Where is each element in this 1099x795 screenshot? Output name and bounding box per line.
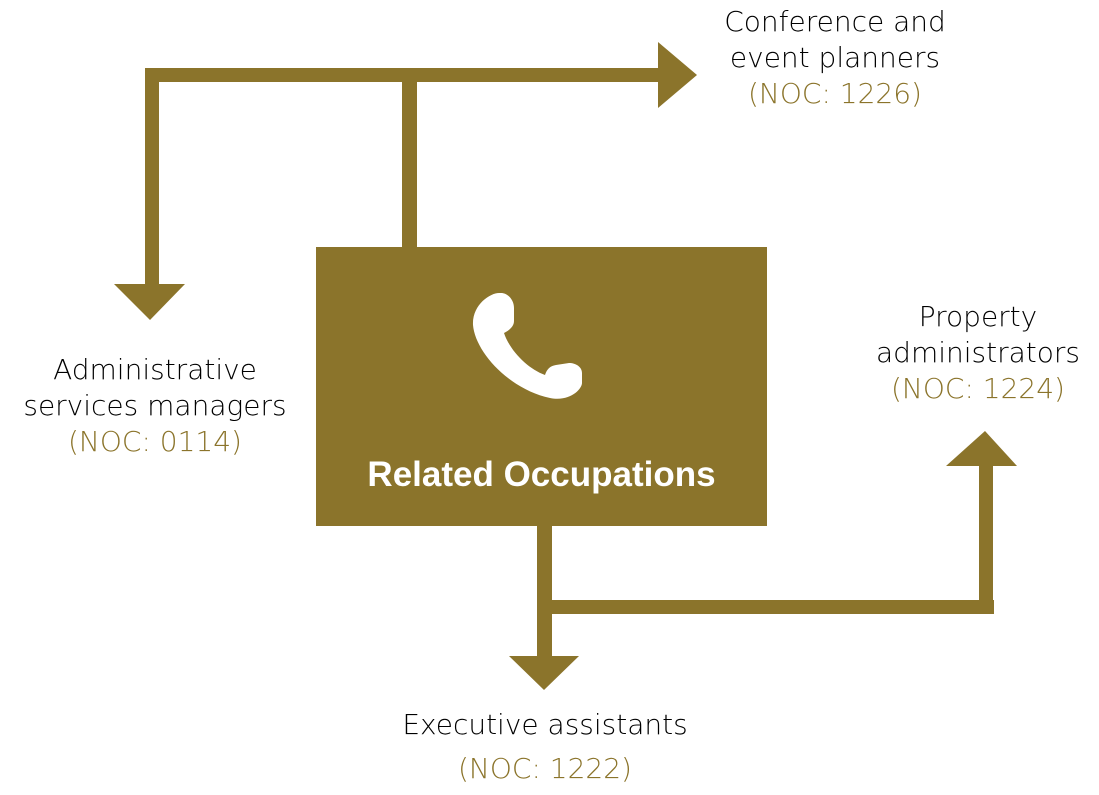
occupation-line: event planners — [729, 41, 941, 74]
related-occupations-box: Related Occupations — [316, 247, 767, 526]
occupation-line: Property — [918, 300, 1038, 333]
occupation-line: Executive assistants — [402, 708, 688, 741]
connector-bottom-stem — [537, 524, 552, 660]
noc-code: (NOC: 1224) — [891, 372, 1065, 405]
phone-icon — [466, 285, 616, 405]
occupation-line: services managers — [23, 389, 287, 422]
occupation-line: Conference and — [724, 5, 946, 38]
occupation-property: Property administrators (NOC: 1224) — [860, 299, 1096, 407]
arrowhead-admin — [114, 284, 185, 320]
center-title: Related Occupations — [367, 455, 716, 494]
noc-code: (NOC: 0114) — [68, 425, 242, 458]
connector-left-drop — [145, 68, 159, 288]
occupation-line: Administrative — [53, 353, 257, 386]
arrowhead-executive — [509, 656, 579, 690]
arrowhead-conference — [658, 42, 697, 108]
arrowhead-property — [946, 431, 1017, 466]
connector-right-rise — [979, 463, 993, 613]
occupation-executive: Executive assistants (NOC: 1222) — [380, 703, 710, 791]
occupation-admin: Administrative services managers (NOC: 0… — [10, 352, 300, 460]
noc-code: (NOC: 1222) — [458, 752, 632, 785]
occupation-line: administrators — [876, 336, 1080, 369]
occupation-conference: Conference and event planners (NOC: 1226… — [700, 4, 970, 112]
noc-code: (NOC: 1226) — [748, 77, 922, 110]
connector-top-bar — [146, 68, 660, 82]
connector-bottom-bar — [545, 600, 994, 614]
connector-top-stem — [402, 78, 417, 248]
